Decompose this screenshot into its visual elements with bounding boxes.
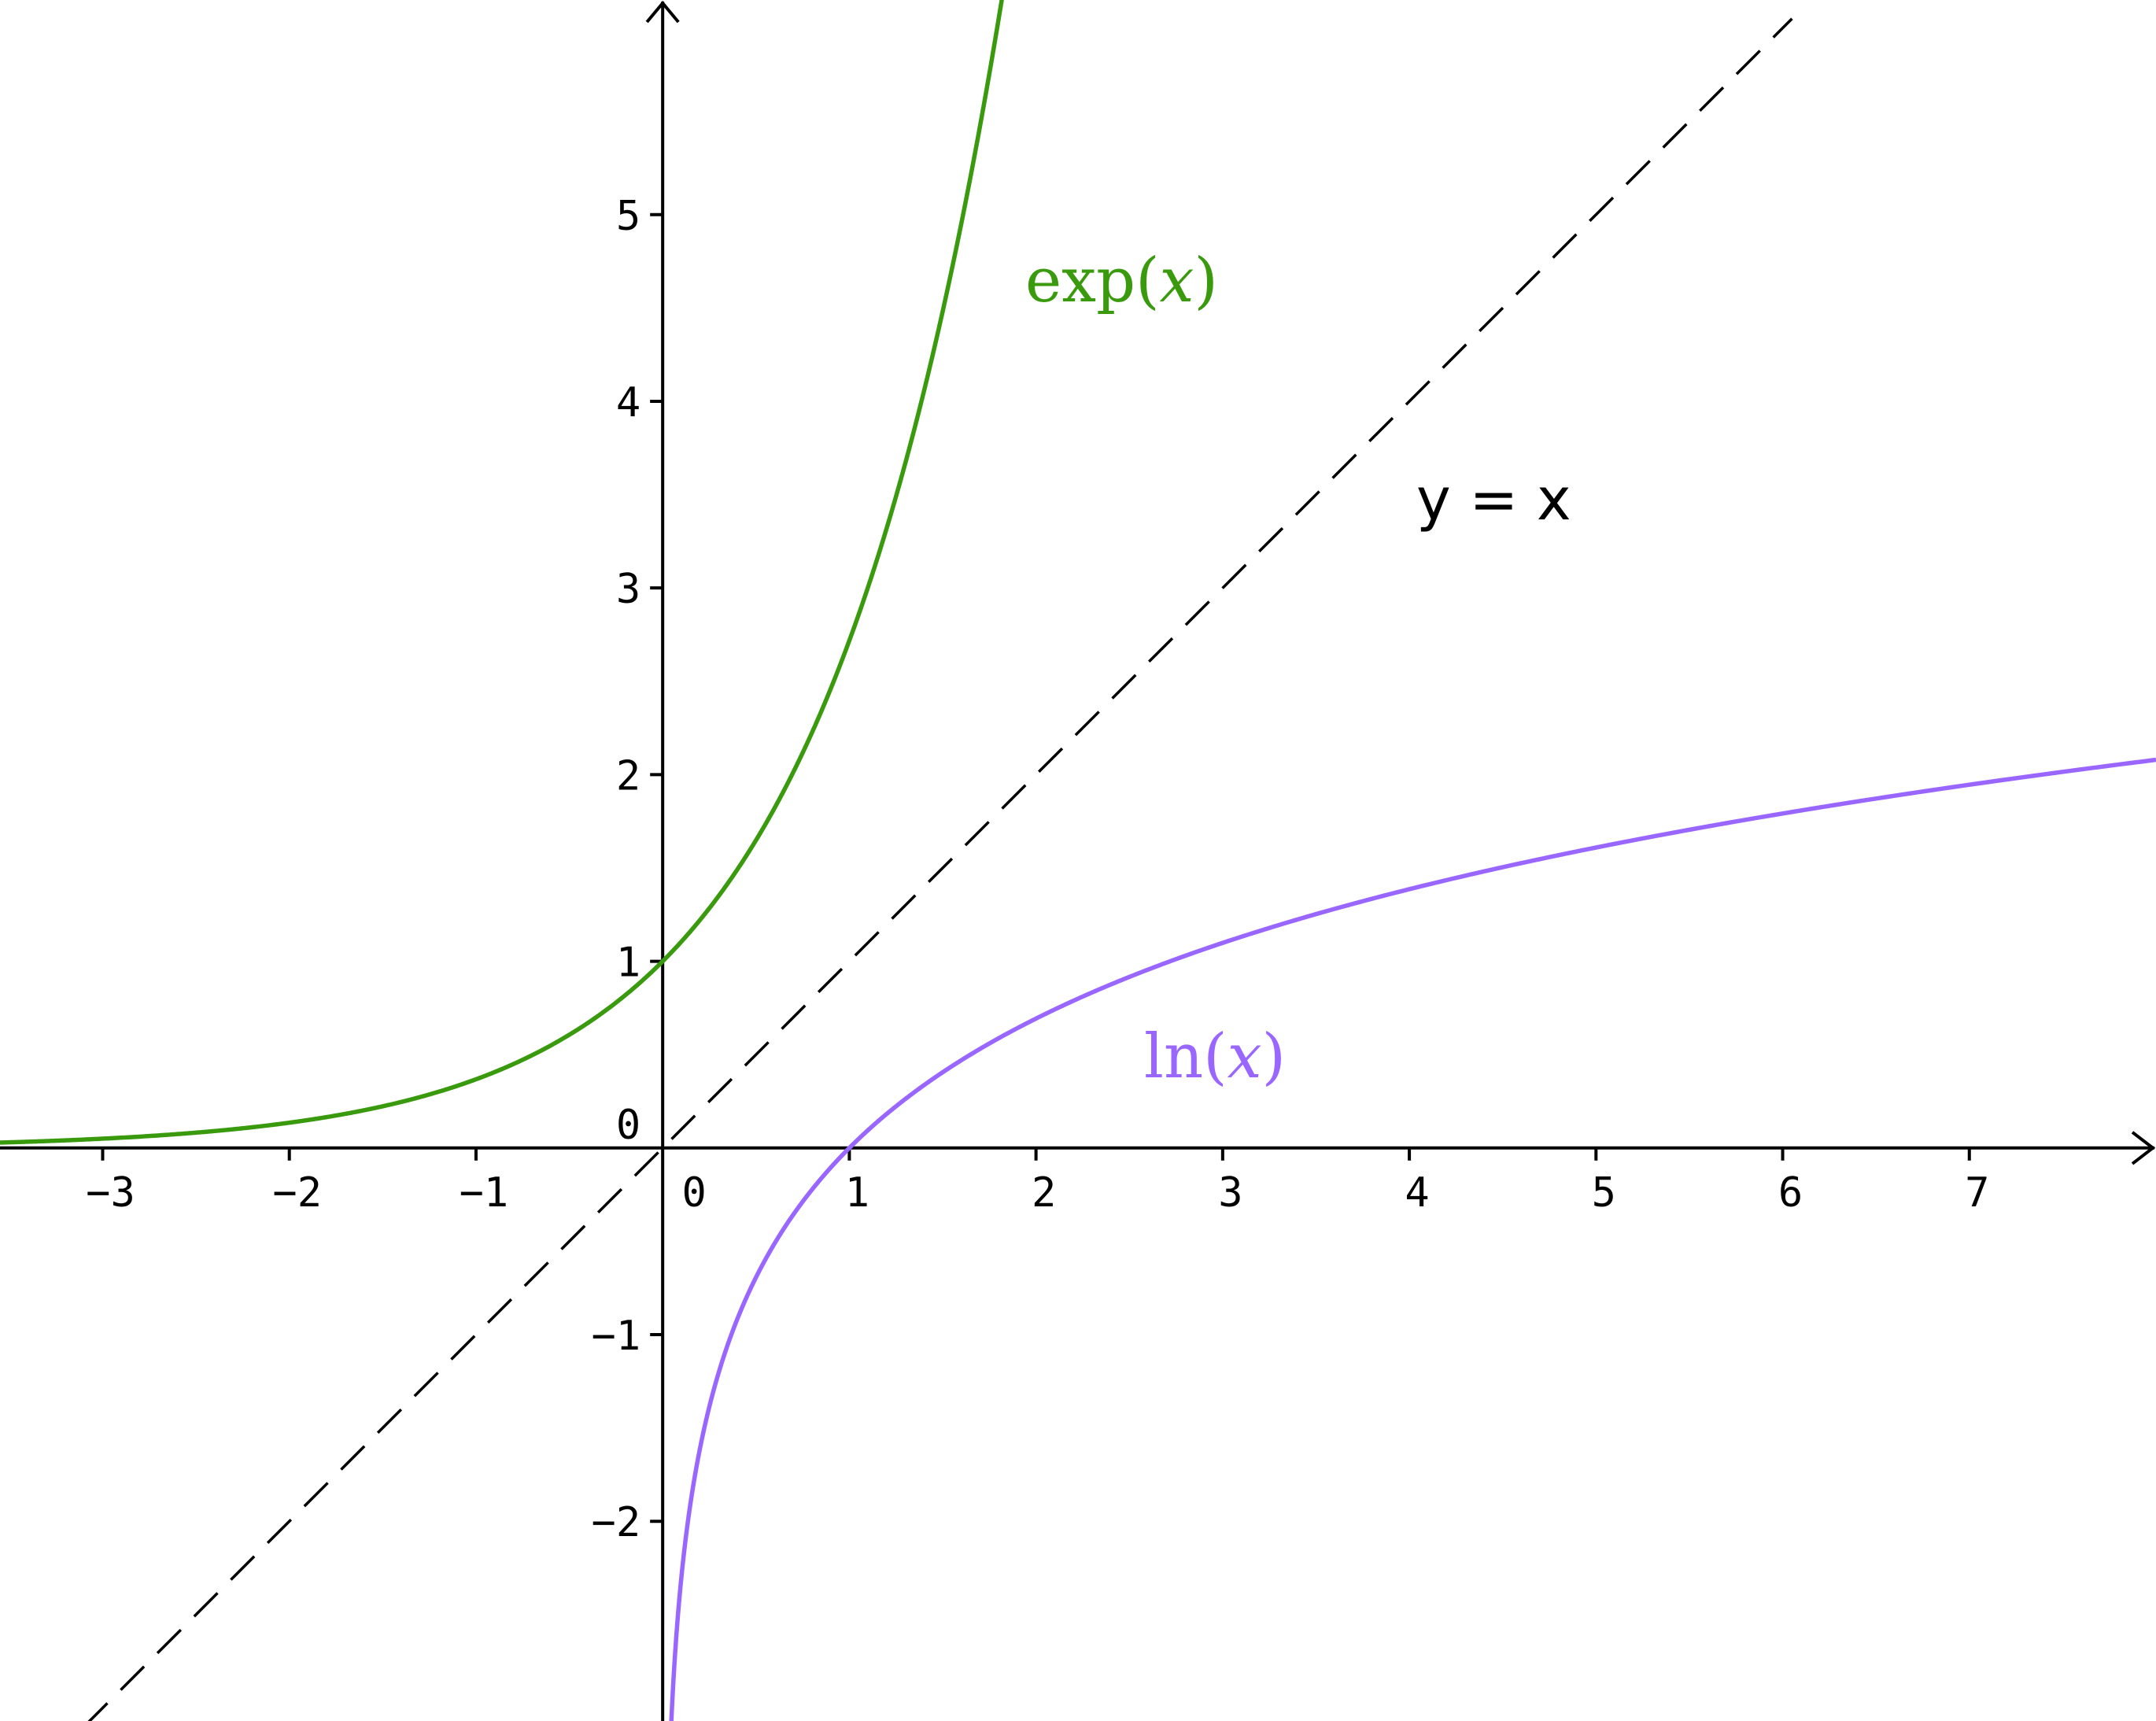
x-tick-label: −3 — [86, 1169, 135, 1217]
exp-label-variable: x — [1160, 246, 1194, 316]
ticks: −3 −2 −1 0 1 2 3 4 5 6 7 −2 −1 0 1 2 3 4 5 — [86, 193, 1989, 1546]
y-tick-label: 3 — [616, 566, 641, 613]
ln-label-variable: x — [1228, 1021, 1262, 1092]
y-tick-label: 5 — [616, 193, 641, 240]
ln-curve-label: ln(x) — [1144, 1021, 1286, 1092]
identity-curve — [87, 17, 1793, 1721]
x-tick-label: 1 — [845, 1169, 869, 1217]
exp-label-suffix: ) — [1194, 246, 1218, 316]
x-tick-label: 3 — [1218, 1169, 1242, 1217]
ln-label-suffix: ) — [1262, 1021, 1286, 1092]
y-tick-label: 0 — [616, 1102, 641, 1149]
exp-curve-label: exp(x) — [1025, 246, 1218, 316]
x-tick-label: −2 — [272, 1169, 322, 1217]
exp-label-prefix: exp( — [1025, 246, 1160, 316]
y-tick-label: 2 — [616, 752, 641, 800]
exp-curve — [0, 0, 1004, 1145]
ln-label-prefix: ln( — [1144, 1021, 1228, 1092]
y-tick-label: −2 — [592, 1499, 641, 1546]
x-tick-label: 4 — [1405, 1169, 1429, 1217]
x-tick-label: −1 — [460, 1169, 509, 1217]
x-tick-label: 6 — [1778, 1169, 1803, 1217]
ln-curve — [669, 757, 2156, 1721]
x-tick-label: 7 — [1965, 1169, 1989, 1217]
curve-labels: exp(x) ln(x) y = x — [1025, 246, 1571, 1092]
x-tick-label: 5 — [1592, 1169, 1616, 1217]
y-tick-label: −1 — [592, 1313, 641, 1360]
y-tick-label: 1 — [616, 940, 641, 987]
x-tick-label: 0 — [682, 1169, 707, 1217]
y-tick-label: 4 — [616, 379, 641, 427]
x-tick-label: 2 — [1032, 1169, 1056, 1217]
y-axis-arrowhead — [645, 0, 680, 24]
x-axis-arrowhead — [2131, 1131, 2156, 1165]
identity-line-label: y = x — [1416, 466, 1571, 534]
